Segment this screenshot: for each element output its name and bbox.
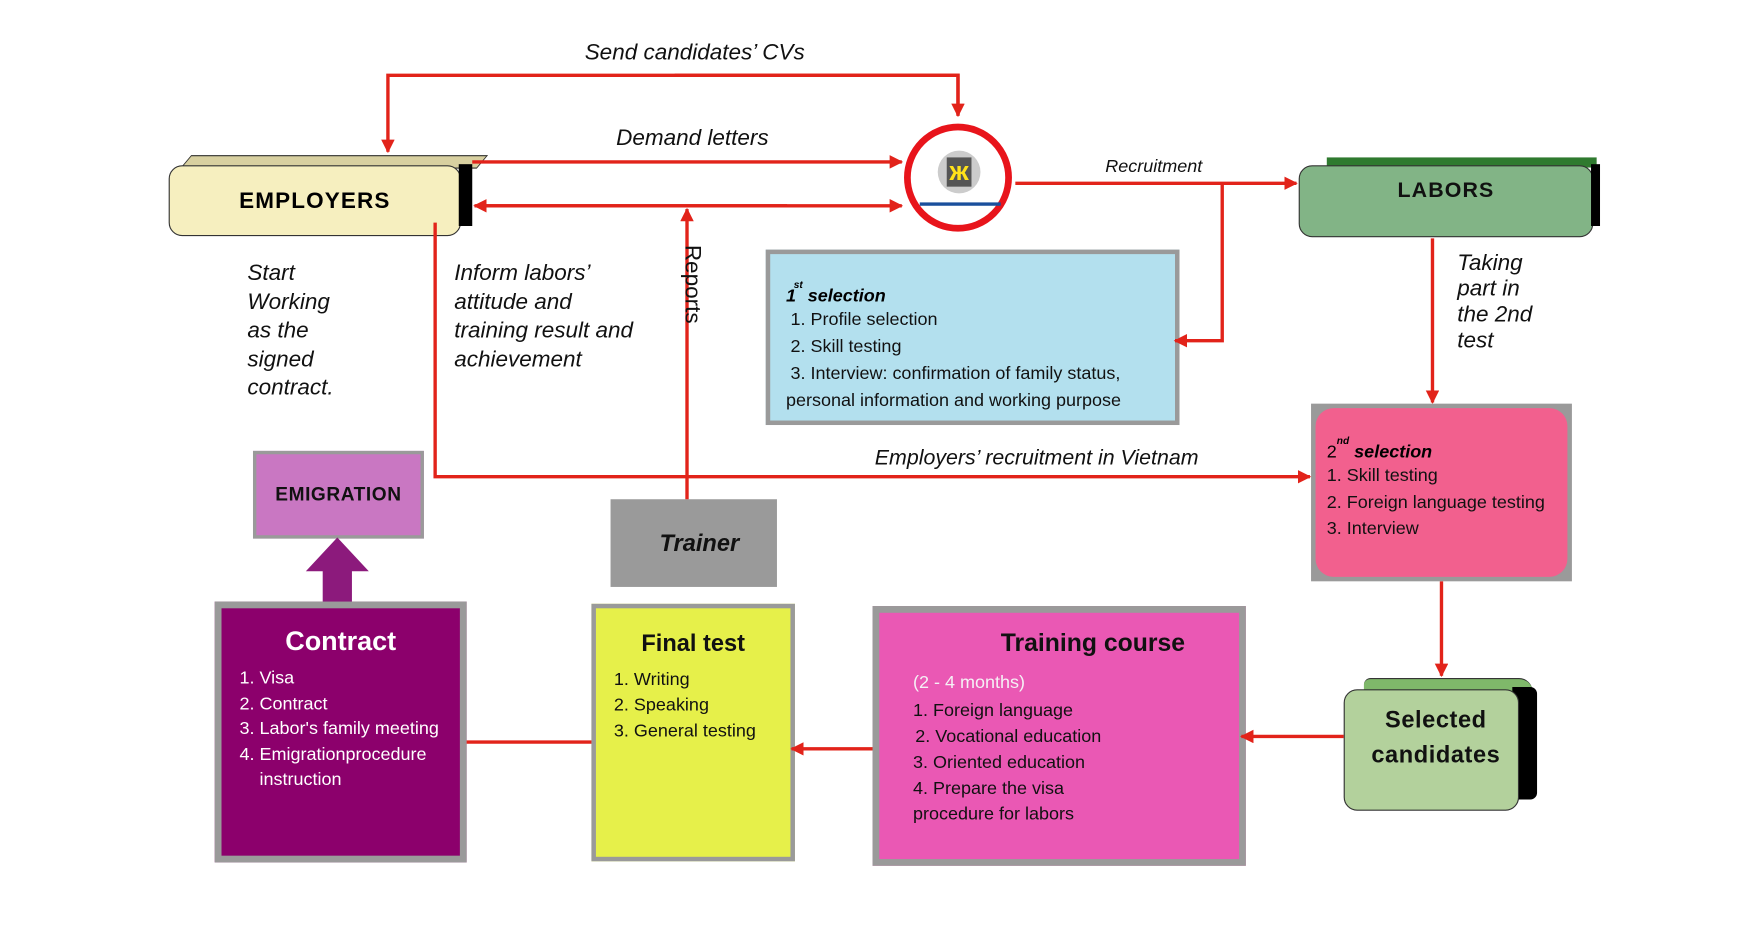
company-logo: ж bbox=[904, 123, 1012, 232]
send-cvs-label: Send candidates’ CVs bbox=[584, 40, 805, 66]
second-ordinal: 2 bbox=[1326, 443, 1337, 463]
first-sup: st bbox=[793, 278, 803, 291]
up-arrow-icon bbox=[305, 537, 369, 603]
second-item: 2. Foreign language testing bbox=[1326, 493, 1545, 513]
recruitment-label: Recruitment bbox=[1105, 157, 1203, 177]
trainer-node: Trainer bbox=[610, 499, 777, 587]
inform-label: Inform labors’ attitude and training res… bbox=[454, 260, 634, 372]
final-item: 2. Speaking bbox=[613, 696, 709, 716]
contract-item: 4. Emigrationprocedure bbox=[239, 744, 427, 765]
contract-title: Contract bbox=[285, 626, 397, 657]
demand-letters-label: Demand letters bbox=[616, 125, 769, 151]
logo-caption bbox=[919, 202, 1001, 206]
first-item: 2. Skill testing bbox=[790, 337, 902, 357]
start-working-label: Start Working as the signed contract. bbox=[247, 260, 334, 401]
second-selection-node: 2nd selection 1. Skill testing 2. Foreign… bbox=[1311, 403, 1572, 582]
second-item: 1. Skill testing bbox=[1326, 466, 1438, 486]
contract-item: 3. Labor's family meeting bbox=[239, 719, 439, 739]
training-title: Training course bbox=[1000, 628, 1186, 657]
training-subtitle: (2 - 4 months) bbox=[913, 673, 1025, 693]
first-selection-title: selection bbox=[807, 286, 886, 306]
trainer-label: Trainer bbox=[659, 530, 740, 557]
emigration-node: EMIGRATION bbox=[252, 450, 424, 539]
emigration-label: EMIGRATION bbox=[275, 483, 402, 505]
contract-node: Contract 1. Visa 2. Contract 3. Labor's fa… bbox=[214, 601, 467, 863]
labors-label: LABORS bbox=[1397, 178, 1495, 203]
employers-label: EMPLOYERS bbox=[239, 188, 391, 214]
labors-node: LABORS bbox=[1298, 157, 1601, 238]
final-test-node: Final test 1. Writing 2. Speaking 3. Gener… bbox=[591, 603, 795, 862]
send-cvs-arrow-circle bbox=[674, 73, 965, 118]
second-item: 3. Interview bbox=[1326, 519, 1419, 539]
recruitment-branch-arrow bbox=[1173, 183, 1224, 348]
final-item: 3. General testing bbox=[613, 721, 756, 741]
contract-item: instruction bbox=[239, 770, 342, 790]
selected-label: Selected candidates bbox=[1371, 707, 1501, 768]
first-ordinal: 1 bbox=[785, 286, 796, 306]
final-test-title: Final test bbox=[641, 630, 746, 657]
training-course-node: Training course (2 - 4 months) 1. Foreig… bbox=[872, 606, 1246, 866]
first-selection-node: 1st selection 1. Profile selection 2. Ski… bbox=[765, 249, 1180, 426]
contract-item: 1. Visa bbox=[239, 669, 295, 689]
first-item: personal information and working purpose bbox=[785, 391, 1121, 411]
training-item: 3. Oriented education bbox=[913, 753, 1086, 773]
second-selection-title: selection bbox=[1354, 443, 1433, 463]
training-item: 2. Vocational education bbox=[915, 727, 1102, 747]
employers-node: EMPLOYERS bbox=[168, 155, 489, 237]
contract-item: 2. Contract bbox=[239, 694, 328, 714]
employers-recruitment-arrow bbox=[433, 222, 1312, 484]
reports-label: Reports bbox=[679, 244, 705, 324]
first-item: 1. Profile selection bbox=[790, 310, 938, 330]
selected-candidates-node: Selected candidates bbox=[1343, 678, 1542, 811]
taking-part-label: Taking part in the 2nd test bbox=[1457, 250, 1533, 354]
final-item: 1. Writing bbox=[613, 670, 690, 690]
training-item: 4. Prepare the visa bbox=[913, 779, 1065, 799]
training-item: 1. Foreign language bbox=[913, 701, 1074, 721]
first-item: 3. Interview: confirmation of family sta… bbox=[790, 364, 1121, 384]
employers-recruitment-label: Employers’ recruitment in Vietnam bbox=[874, 446, 1199, 470]
company-logo-icon: ж bbox=[937, 150, 981, 194]
second-sup: nd bbox=[1336, 435, 1350, 447]
training-item: procedure for labors bbox=[913, 805, 1075, 825]
